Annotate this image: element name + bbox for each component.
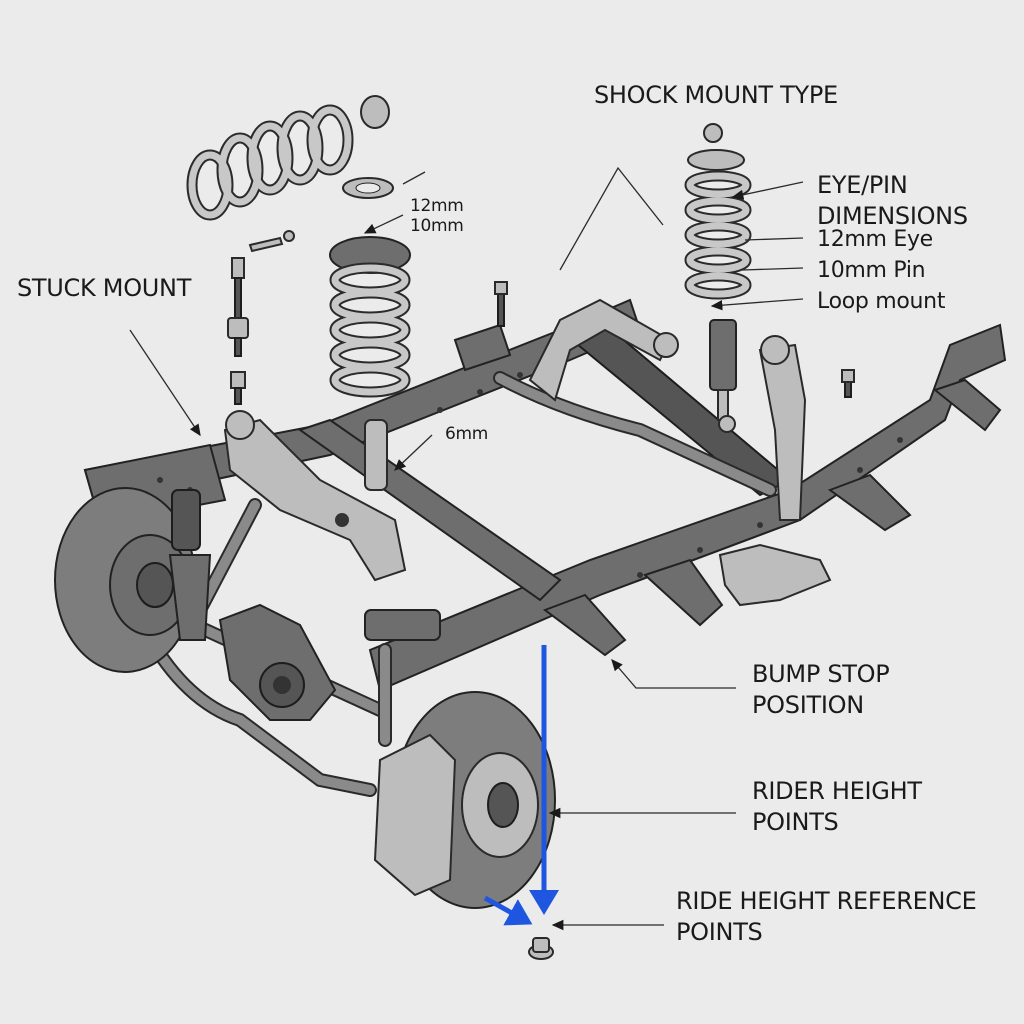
ride-height-reference-nut bbox=[528, 937, 554, 960]
eye-12mm-label: 12mm Eye bbox=[817, 227, 933, 252]
control-arms bbox=[223, 298, 807, 582]
coilover-shock bbox=[684, 123, 752, 433]
ride-height-diagonal-arrow bbox=[483, 895, 533, 926]
brake-caliper bbox=[373, 733, 457, 897]
rider-height-line-1: RIDER HEIGHT bbox=[752, 777, 922, 805]
bump-stop-line-1: BUMP STOP bbox=[752, 660, 890, 688]
eye-pin-dimensions-line-1: EYE/PIN bbox=[817, 171, 908, 199]
bump-stop-position-label: BUMP STOP POSITION bbox=[752, 659, 890, 721]
washer-12mm-label: 12mm bbox=[410, 196, 464, 216]
bump-stop-bracket bbox=[542, 593, 627, 657]
ride-height-reference-points-label: RIDE HEIGHT REFERENCE POINTS bbox=[676, 886, 977, 948]
loop-mount-label: Loop mount bbox=[817, 289, 946, 314]
hardware-bolts bbox=[227, 230, 855, 607]
ride-height-arrows bbox=[483, 645, 559, 926]
pin-10mm-label: 10mm Pin bbox=[817, 258, 926, 283]
shock-mount-type-label: SHOCK MOUNT TYPE bbox=[594, 81, 838, 109]
loose-coil-spring bbox=[186, 95, 394, 221]
eye-pin-dimensions-label: EYE/PIN DIMENSIONS bbox=[817, 170, 968, 232]
washer-10mm-label: 10mm bbox=[410, 216, 464, 236]
right-brake-disc bbox=[364, 609, 556, 909]
center-coil-spring bbox=[329, 236, 411, 491]
leader-lines bbox=[129, 166, 804, 931]
ride-height-reference-line-2: POINTS bbox=[676, 918, 763, 946]
bump-stop-line-2: POSITION bbox=[752, 691, 864, 719]
dim-6mm-label: 6mm bbox=[445, 424, 489, 444]
rider-height-line-2: POINTS bbox=[752, 808, 839, 836]
knuckle bbox=[218, 603, 337, 721]
ride-height-reference-line-1: RIDE HEIGHT REFERENCE bbox=[676, 887, 977, 915]
left-brake-disc bbox=[54, 487, 212, 673]
eye-pin-dimensions-line-2: DIMENSIONS bbox=[817, 202, 968, 230]
rider-height-points-label: RIDER HEIGHT POINTS bbox=[752, 776, 922, 838]
stuck-mount-label: STUCK MOUNT bbox=[17, 274, 192, 302]
